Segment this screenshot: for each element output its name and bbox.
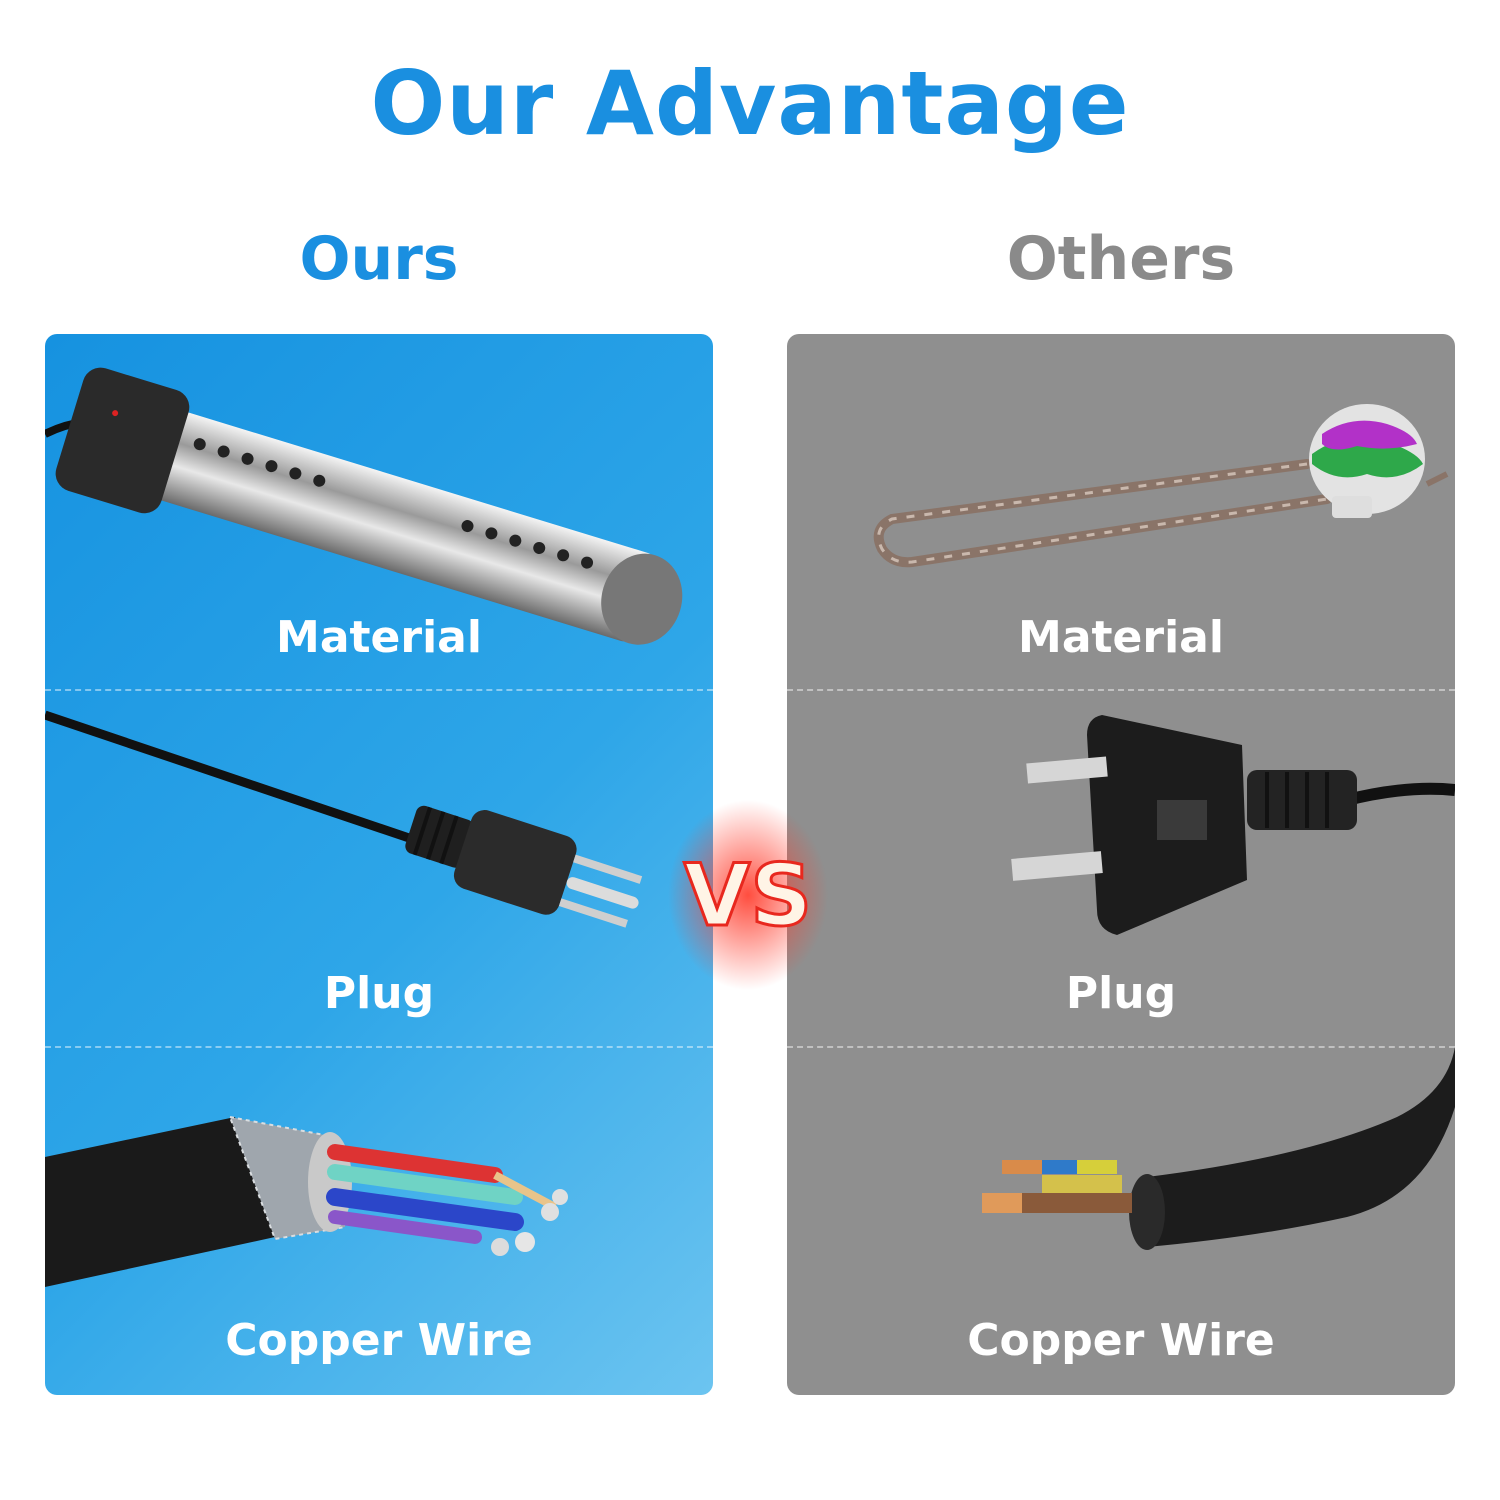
ours-copper-wire-section: Copper Wire: [45, 1047, 713, 1395]
ours-material-section: Material: [45, 334, 713, 689]
ours-heading: Ours: [299, 224, 459, 294]
two-prong-plug-image: [1011, 715, 1455, 935]
others-divider-2: [787, 1046, 1455, 1048]
ours-divider-2: [45, 1046, 713, 1048]
others-material-section: Material: [787, 334, 1455, 689]
others-heading: Others: [1006, 224, 1236, 294]
three-prong-plug-image: [45, 710, 643, 928]
page-title: Our Advantage: [370, 52, 1130, 155]
ours-plug-label: Plug: [323, 968, 435, 1019]
others-panel: Material Plug Copper W: [787, 334, 1455, 1395]
ours-plug-section: Plug: [45, 690, 713, 1046]
others-plug-label: Plug: [1065, 968, 1177, 1019]
rusty-heater-image: [873, 404, 1449, 568]
vs-text: VS: [684, 846, 813, 946]
shielded-cable-image: [45, 1115, 568, 1287]
ours-material-label: Material: [276, 612, 482, 663]
others-plug-section: Plug: [787, 690, 1455, 1046]
vs-badge: VS: [668, 800, 828, 990]
others-material-label: Material: [1018, 612, 1224, 663]
ours-copper-wire-label: Copper Wire: [225, 1315, 533, 1366]
plain-cable-image: [982, 1047, 1455, 1250]
ours-divider-1: [45, 689, 713, 691]
others-divider-1: [787, 689, 1455, 691]
ours-panel: Material Plug: [45, 334, 713, 1395]
others-copper-wire-section: Copper Wire: [787, 1047, 1455, 1395]
others-copper-wire-label: Copper Wire: [967, 1315, 1275, 1366]
steel-heater-image: [45, 367, 683, 645]
